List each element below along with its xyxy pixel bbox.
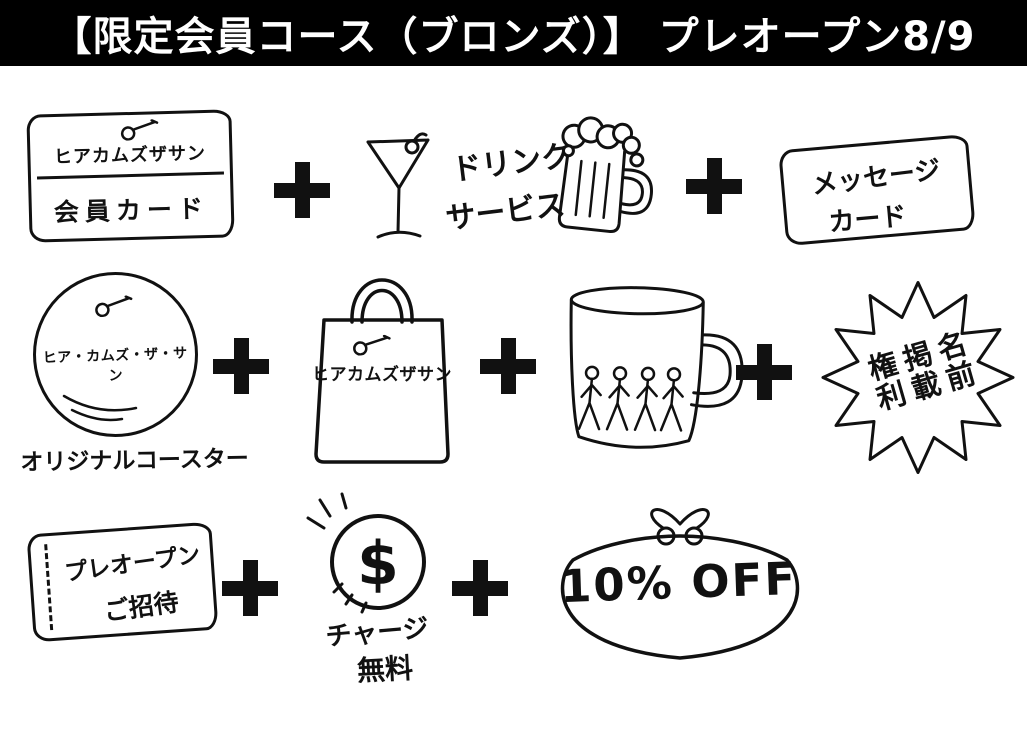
member-card-brand: ヒアカムズザサン [53, 143, 207, 168]
walking-figures [577, 365, 684, 432]
martini-glass-icon [366, 132, 430, 239]
coaster-caption: オリジナルコースター [20, 446, 249, 476]
guitar-doodle-icon [94, 295, 132, 318]
guitar-doodle-icon [353, 334, 391, 356]
plus-icon [686, 158, 742, 214]
coin-edge-hatches [332, 582, 368, 614]
plus-icon [480, 338, 536, 394]
plus-icon [736, 344, 792, 400]
plus-icon [222, 560, 278, 616]
preopen-ticket: プレオープン ご招待 [26, 521, 219, 643]
guitar-doodle-icon [120, 119, 158, 141]
member-card-label: 会員カード [53, 193, 210, 228]
plus-icon [274, 162, 330, 218]
burst-icon [821, 281, 1015, 474]
coaster-disc-label: ヒア・カムズ・ザ・サン [42, 345, 188, 385]
coin-icon: $ [306, 492, 426, 614]
purse-bow [650, 508, 710, 530]
message-card: メッセージ カード [778, 133, 976, 247]
plus-icon [452, 560, 508, 616]
ticket-perforation [44, 544, 54, 631]
tote-bag-icon [314, 278, 450, 464]
sparkle-lines [306, 492, 348, 530]
banner-title: 【限定会員コース（ブロンズ）】 プレオープン8/9 [51, 14, 976, 60]
purse-clasp [656, 526, 676, 546]
beer-mug-icon [557, 116, 653, 234]
mug-icon [569, 286, 744, 449]
banner: 【限定会員コース（ブロンズ）】 プレオープン8/9 [0, 0, 1027, 66]
dollar-sign: $ [357, 529, 399, 599]
record-groove-lines [62, 394, 138, 422]
original-coaster: ヒア・カムズ・ザ・サン [33, 272, 198, 437]
purse-clasp [684, 526, 704, 546]
card-divider [36, 171, 224, 180]
plus-icon [213, 338, 269, 394]
ticket-line2: ご招待 [102, 587, 181, 627]
discount-label: 10% OFF [559, 551, 798, 614]
member-card: ヒアカムズザサン 会員カード [26, 109, 235, 243]
coin-purse-icon [560, 508, 800, 660]
tote-bag-brand: ヒアカムズザサン [312, 365, 452, 385]
charge-free-line2: 無料 [356, 651, 414, 688]
